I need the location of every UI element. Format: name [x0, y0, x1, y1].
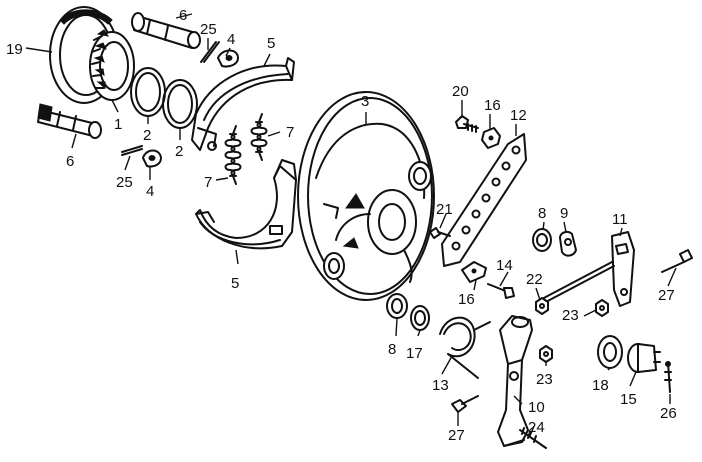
part-8-seal-left: [386, 293, 408, 319]
label-8-left: 8: [388, 341, 396, 358]
part-26-pin: [664, 361, 672, 393]
label-7-left: 7: [204, 174, 212, 191]
label-27-bottom: 27: [448, 427, 465, 444]
part-21-screw: [429, 227, 451, 239]
label-11: 11: [612, 211, 628, 228]
label-17: 17: [406, 345, 423, 362]
label-10: 10: [528, 399, 545, 416]
part-2-ring-a: [130, 67, 166, 117]
label-19: 19: [6, 41, 23, 58]
callout-labels: 19 1 2 2 6 6 25 25 4 4 5 5 7 7 3 20 16 1…: [6, 7, 677, 444]
part-25-pin-top: [200, 41, 220, 63]
part-16-clip-bottom: [461, 261, 487, 283]
part-1-gear-hub: [89, 29, 135, 101]
part-17-ring: [410, 305, 430, 331]
label-25-top: 25: [200, 21, 217, 38]
part-11-brake-arm: [539, 231, 635, 307]
part-18-ring: [597, 335, 623, 369]
label-5-top: 5: [267, 35, 275, 52]
part-20-bolt: [455, 115, 479, 133]
part-6-cam-shaft-top: [131, 12, 201, 49]
label-18: 18: [592, 377, 609, 394]
label-2-a: 2: [143, 127, 151, 144]
part-10-lever: [497, 315, 533, 447]
part-25-pin-bottom: [121, 145, 143, 156]
label-4-bottom: 4: [146, 183, 154, 200]
label-23-bottom: 23: [536, 371, 553, 388]
label-15: 15: [620, 391, 637, 408]
part-5-brake-shoe-top: [191, 57, 295, 151]
label-26: 26: [660, 405, 677, 422]
label-23-right: 23: [562, 307, 579, 324]
label-7-right: 7: [286, 124, 294, 141]
label-22: 22: [526, 271, 543, 288]
part-6-cam-shaft-bottom: [37, 103, 102, 139]
label-8-right: 8: [538, 205, 546, 222]
label-25-bottom: 25: [116, 174, 133, 191]
part-7-spring-left: [224, 125, 242, 185]
part-13-return-spring: [439, 316, 491, 379]
label-9: 9: [560, 205, 568, 222]
label-12: 12: [510, 107, 527, 124]
label-27-right: 27: [658, 287, 675, 304]
part-12-bracket: [441, 133, 527, 267]
part-3-brake-panel: [297, 91, 435, 301]
label-6-bottom: 6: [66, 153, 74, 170]
label-14: 14: [496, 257, 513, 274]
label-2-b: 2: [175, 143, 183, 160]
part-5-brake-shoe-bottom: [195, 159, 297, 250]
part-27-bolt-bottom: [451, 395, 479, 413]
part-2-ring-b: [162, 79, 198, 129]
part-27-bolt-right: [661, 249, 693, 273]
label-24: 24: [528, 419, 545, 436]
part-23-nut-bottom: [539, 345, 553, 363]
label-13: 13: [432, 377, 449, 394]
part-15-switch: [627, 343, 661, 373]
leader-lines: [25, 13, 677, 437]
label-5-bottom: 5: [231, 275, 239, 292]
part-16-clip-top: [481, 127, 501, 149]
label-6-top: 6: [179, 7, 187, 24]
part-4-washer-top: [217, 49, 239, 68]
part-4-washer-bottom: [142, 149, 162, 168]
part-8-seal-right: [532, 228, 552, 252]
part-7-spring-right: [250, 113, 268, 161]
label-1: 1: [114, 116, 122, 133]
label-20: 20: [452, 83, 469, 100]
part-23-nut-top: [595, 299, 609, 317]
part-14-bolt: [487, 283, 515, 299]
part-22-nut: [535, 297, 549, 315]
label-3: 3: [361, 93, 369, 110]
label-16-top: 16: [484, 97, 501, 114]
part-24-screw: [519, 427, 547, 449]
part-9-indicator: [559, 230, 577, 257]
label-4-top: 4: [227, 31, 235, 48]
label-16-bottom: 16: [458, 291, 475, 308]
label-21: 21: [436, 201, 453, 218]
